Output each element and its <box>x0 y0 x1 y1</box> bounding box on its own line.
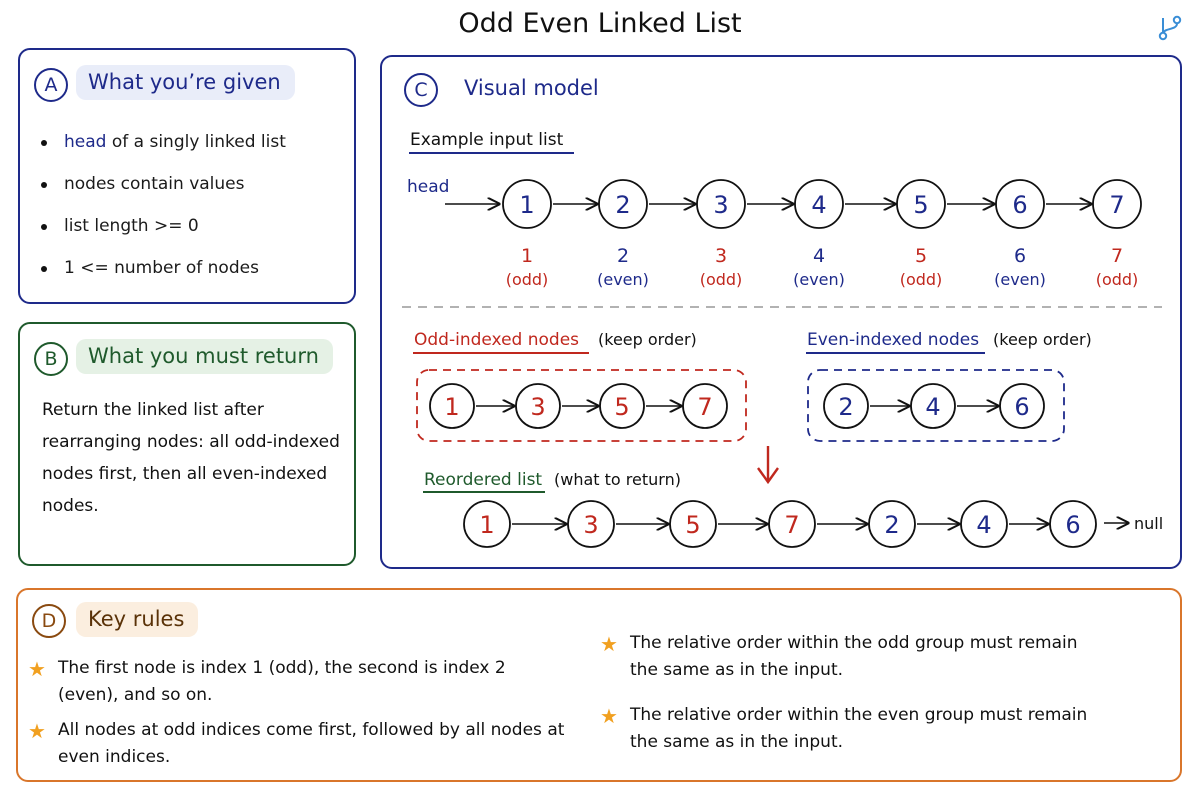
star-icon: ★ <box>28 719 46 743</box>
key-rules-panel: D Key rules <box>16 588 1182 782</box>
return-panel: B What you must return Return the linked… <box>18 322 356 566</box>
rule-item: ★ The first node is index 1 (odd), the se… <box>28 655 568 709</box>
star-icon: ★ <box>600 704 618 728</box>
given-list: head of a singly linked list nodes conta… <box>36 128 286 296</box>
rule-item: ★ The relative order within the even grou… <box>600 702 1100 756</box>
rule-text: All nodes at odd indices come first, fol… <box>58 720 565 767</box>
panel-badge: D <box>32 604 66 638</box>
rule-text: The relative order within the odd group … <box>630 633 1078 680</box>
list-item: nodes contain values <box>36 170 286 212</box>
panel-badge: C <box>404 73 438 107</box>
page-title: Odd Even Linked List <box>458 8 742 39</box>
star-icon: ★ <box>600 632 618 656</box>
panel-heading: What you’re given <box>76 65 295 100</box>
return-description: Return the linked list after rearranging… <box>42 400 340 516</box>
list-item-text: 1 <= number of nodes <box>64 258 259 278</box>
list-item-text: nodes contain values <box>64 174 245 194</box>
panel-heading: Key rules <box>76 602 199 637</box>
star-icon: ★ <box>28 657 46 681</box>
list-item: 1 <= number of nodes <box>36 254 286 296</box>
list-item-text: list length >= 0 <box>64 216 199 236</box>
rule-text: The first node is index 1 (odd), the sec… <box>58 658 506 705</box>
rule-text: The relative order within the even group… <box>630 705 1088 752</box>
given-panel: A What you’re given head of a singly lin… <box>18 48 356 304</box>
list-item: list length >= 0 <box>36 212 286 254</box>
visual-model-panel: C Visual model <box>380 55 1182 569</box>
panel-badge: A <box>34 68 68 102</box>
rule-item: ★ All nodes at odd indices come first, fo… <box>28 717 568 771</box>
head-keyword: head <box>64 132 107 152</box>
panel-badge: B <box>34 342 68 376</box>
list-item-text: of a singly linked list <box>106 132 286 152</box>
panel-heading: What you must return <box>76 339 333 374</box>
panel-heading: Visual model <box>464 76 599 100</box>
rule-item: ★ The relative order within the odd group… <box>600 630 1100 684</box>
list-item: head of a singly linked list <box>36 128 286 170</box>
branch-icon <box>1158 15 1182 41</box>
